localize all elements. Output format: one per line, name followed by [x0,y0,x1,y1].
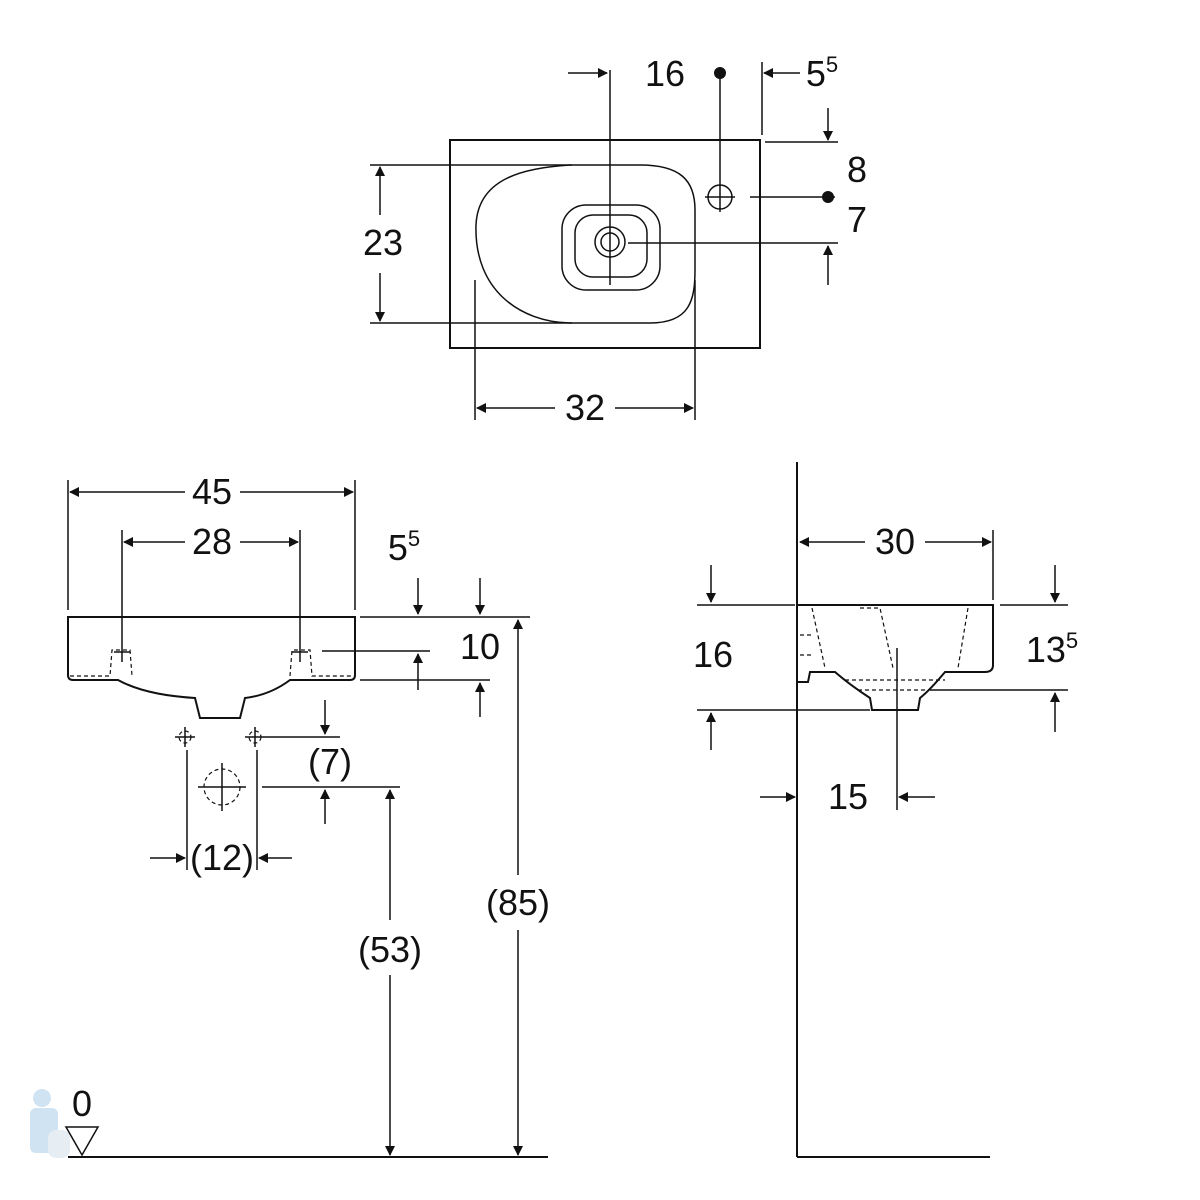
dim-8: 8 [847,149,867,190]
dim-7: 7 [847,199,867,240]
watermark-plumber [30,1089,70,1158]
dim-13-5: 135 [1026,628,1078,670]
level-triangle-icon [64,1126,100,1157]
basin-front [67,616,356,719]
dim-23: 23 [363,222,403,263]
drain-inner [574,214,648,278]
drain-area [561,204,661,291]
dim-16: 16 [693,634,733,675]
dim-7: (7) [308,741,352,782]
dim-15: 15 [828,776,868,817]
basin-outline [449,139,761,349]
basin-side [797,604,994,711]
dim-10: 10 [460,626,500,667]
floor-level: 0 [72,1083,92,1124]
side-view: 30 16 135 15 [693,462,1078,1158]
dim-32: 32 [565,387,605,428]
bowl-outline [475,164,696,324]
top-view: 16 55 8 7 23 32 [363,52,867,428]
dim-53: (53) [358,929,422,970]
dim-16: 16 [645,53,685,94]
dim-5-5: 55 [388,526,420,568]
front-view: 45 28 55 10 (7) (12) (53) (85) 0 [30,471,550,1158]
dim-30: 30 [875,521,915,562]
dim-12: (12) [190,837,254,878]
dim-45: 45 [192,471,232,512]
dim-85: (85) [486,882,550,923]
dim-28: 28 [192,521,232,562]
dim-5-5: 55 [806,52,838,94]
